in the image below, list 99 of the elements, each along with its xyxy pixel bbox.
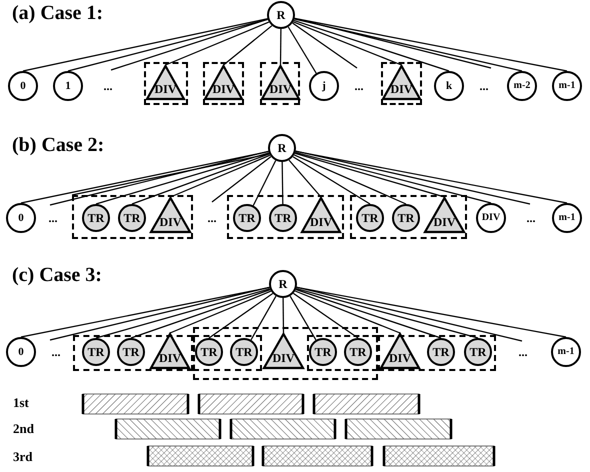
connector-line xyxy=(295,150,568,204)
connector-line xyxy=(294,18,522,72)
ellipsis-text: ... xyxy=(480,80,488,92)
connector-line xyxy=(294,290,400,334)
connector-line xyxy=(165,22,270,66)
circle-node: TR xyxy=(230,338,258,366)
connector-line xyxy=(280,29,282,65)
connector-line xyxy=(293,292,358,338)
connector-line xyxy=(282,298,284,333)
connector-line xyxy=(50,286,270,341)
ellipsis-text: ... xyxy=(518,346,528,358)
ellipsis-text: ... xyxy=(52,346,60,358)
circle-node: m-2 xyxy=(507,71,537,101)
circle-node: R xyxy=(269,270,297,298)
connector-line xyxy=(292,22,358,68)
connector-line xyxy=(292,21,402,66)
triangle-node: DIV xyxy=(301,197,341,233)
connector-line xyxy=(132,153,270,205)
connector-line xyxy=(296,288,478,339)
circle-node: k xyxy=(434,71,464,101)
connector-line xyxy=(288,26,317,74)
circle-node: TR xyxy=(427,338,455,366)
triangle-node: DIV xyxy=(150,197,191,233)
circle-node: 1 xyxy=(53,71,83,101)
circle-node: TR xyxy=(309,338,337,366)
circle-node: TR xyxy=(392,204,420,232)
circle-node: m-1 xyxy=(551,337,581,367)
connector-line xyxy=(20,151,269,204)
connector-line xyxy=(212,156,272,202)
circle-node: DIV xyxy=(476,203,506,233)
dashed-group-box xyxy=(350,195,467,239)
circle-node: 0 xyxy=(6,203,36,233)
triangle-node: DIV xyxy=(263,333,304,369)
connector-line xyxy=(252,160,276,206)
connector-line xyxy=(208,293,274,338)
connector-line xyxy=(288,160,322,198)
circle-node: TR xyxy=(195,338,223,366)
triangle-node: DIV xyxy=(382,65,421,100)
dashed-group-box xyxy=(193,327,378,380)
dashed-group-box xyxy=(72,195,193,239)
circle-node: TR xyxy=(344,338,372,366)
connector-line xyxy=(290,296,316,340)
panel-title: (a) Case 1: xyxy=(12,3,104,23)
connector-line xyxy=(294,154,406,205)
connector-line xyxy=(110,18,268,71)
circle-node: TR xyxy=(464,338,492,366)
connector-line xyxy=(250,296,277,340)
triangle-node: DIV xyxy=(261,65,300,100)
triangle-node: DIV xyxy=(424,197,465,233)
circle-node: TR xyxy=(82,338,110,366)
connector-line xyxy=(295,152,492,204)
circle-node: TR xyxy=(118,204,146,232)
circle-node: R xyxy=(267,1,295,29)
connector-line xyxy=(22,18,268,72)
circle-node: TR xyxy=(233,204,261,232)
connector-line xyxy=(282,162,284,204)
row-label: 2nd xyxy=(13,422,34,435)
connector-line xyxy=(20,286,270,338)
circle-node: TR xyxy=(117,338,145,366)
connector-line xyxy=(294,18,568,72)
triangle-node: DIV xyxy=(150,333,190,369)
connector-line xyxy=(130,289,270,339)
circle-node: m-1 xyxy=(552,203,582,233)
connector-line xyxy=(68,18,268,72)
ellipsis-text: ... xyxy=(48,212,58,224)
triangle-node: DIV xyxy=(146,65,185,100)
circle-node: 0 xyxy=(6,337,36,367)
connector-line xyxy=(292,156,370,205)
circle-node: TR xyxy=(269,204,297,232)
circle-node: 0 xyxy=(8,71,38,101)
dashed-group-box xyxy=(193,335,262,371)
panel-title: (c) Case 3: xyxy=(12,265,102,285)
connector-line xyxy=(296,286,566,338)
circle-node: m-1 xyxy=(552,71,582,101)
connector-line xyxy=(223,25,272,66)
row-label: 1st xyxy=(13,396,29,409)
connector-line xyxy=(296,288,442,339)
connector-line xyxy=(96,152,270,205)
connector-line xyxy=(96,288,270,339)
connector-line xyxy=(294,152,445,198)
dashed-group-box xyxy=(307,335,378,371)
ellipsis-text: ... xyxy=(208,212,216,224)
circle-node: j xyxy=(309,71,339,101)
connector-line xyxy=(50,150,269,206)
triangle-node: DIV xyxy=(380,333,420,369)
ellipsis-text: ... xyxy=(526,212,536,224)
ellipsis-text: ... xyxy=(354,80,364,92)
panel-title: (b) Case 2: xyxy=(12,135,104,155)
dashed-group-box xyxy=(227,195,344,239)
connector-line xyxy=(296,286,522,342)
circle-node: TR xyxy=(82,204,110,232)
connector-line xyxy=(294,20,450,72)
triangle-node: DIV xyxy=(204,65,243,100)
row-label: 3rd xyxy=(13,450,32,463)
circle-node: TR xyxy=(356,204,384,232)
connector-line xyxy=(170,290,272,334)
ellipsis-text: ... xyxy=(104,80,112,92)
connector-line xyxy=(296,150,530,205)
circle-node: R xyxy=(268,134,296,162)
